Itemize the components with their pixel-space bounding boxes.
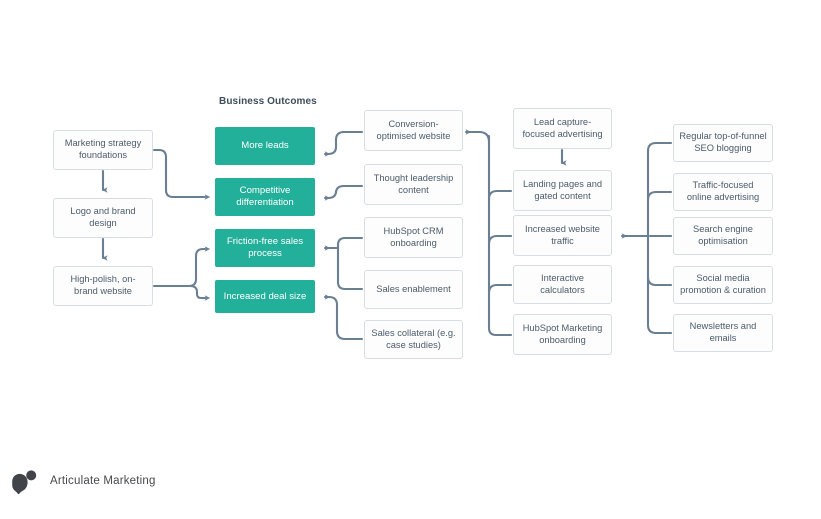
- node-label: High-polish, on-brand website: [70, 274, 136, 296]
- connector-thought-leadership-to-competitive: [323, 184, 364, 201]
- articulate-blob-logo-icon: [12, 470, 37, 495]
- node-label: Friction-free sales process: [226, 236, 304, 259]
- node-label: Traffic-focused online advertising: [686, 180, 760, 202]
- connector-bus-to-increased-deal-size: [181, 284, 211, 301]
- node-label: Logo and brand design: [70, 206, 136, 228]
- node-label: Newsletters and emails: [689, 321, 757, 343]
- node-label: More leads: [241, 140, 289, 151]
- node-label: Marketing strategy foundations: [64, 138, 142, 160]
- node-interactive-calculators[interactable]: Interactive calculators: [513, 265, 612, 304]
- connector-increased-traffic-to-bus: [487, 234, 513, 246]
- connector-traffic-social-to-bus: [646, 275, 673, 287]
- node-landing-pages-and-gated-content[interactable]: Landing pages and gated content: [513, 170, 612, 211]
- node-label: Competitive differentiation: [236, 185, 294, 208]
- node-more-leads[interactable]: More leads: [215, 127, 315, 165]
- connector-sales-collateral-to-deal-size: [323, 294, 364, 341]
- node-hubspot-marketing-onboarding[interactable]: HubSpot Marketing onboarding: [513, 314, 612, 355]
- node-label: Landing pages and gated content: [522, 178, 603, 201]
- node-regular-top-of-funnel-seo-blogging[interactable]: Regular top-of-funnel SEO blogging: [673, 124, 773, 162]
- node-label: Increased deal size: [223, 290, 307, 302]
- connector-conversion-site-to-more-leads: [323, 130, 364, 157]
- node-increased-deal-size[interactable]: Increased deal size: [215, 280, 315, 313]
- connector-foundations-to-competitive: [152, 148, 211, 200]
- node-search-engine-optimisation[interactable]: Search engine optimisation: [673, 217, 773, 255]
- node-label: Regular top-of-funnel SEO blogging: [679, 131, 767, 153]
- node-lead-capture-focused-advertising[interactable]: Lead capture-focused advertising: [513, 108, 612, 149]
- node-logo-and-brand-design[interactable]: Logo and brand design: [53, 198, 153, 238]
- node-label: Interactive calculators: [540, 272, 585, 295]
- node-thought-leadership-content[interactable]: Thought leadership content: [364, 164, 463, 205]
- node-friction-free-sales-process[interactable]: Friction-free sales process: [215, 229, 315, 267]
- section-title-business-outcomes: Business Outcomes: [219, 96, 317, 107]
- node-label: Sales collateral (e.g. case studies): [371, 327, 456, 350]
- connector-calculators-to-bus: [487, 283, 513, 295]
- node-newsletters-and-emails[interactable]: Newsletters and emails: [673, 314, 773, 352]
- footer-brand-label: Articulate Marketing: [50, 475, 156, 487]
- connector-traffic-advertising-to-bus: [646, 190, 673, 202]
- node-label: Sales enablement: [376, 283, 451, 294]
- node-conversion-optimised-website[interactable]: Conversion-optimised website: [364, 110, 463, 151]
- connector-landing-pages-to-bus: [487, 189, 513, 201]
- node-label: HubSpot CRM onboarding: [383, 225, 444, 248]
- connector-demand-bus-spine: [487, 134, 513, 337]
- node-label: HubSpot Marketing onboarding: [522, 322, 603, 345]
- node-sales-collateral-case-studies[interactable]: Sales collateral (e.g. case studies): [364, 320, 463, 359]
- node-label: Thought leadership content: [373, 172, 454, 195]
- connector-bus-to-friction-free: [181, 246, 211, 288]
- node-marketing-strategy-foundations[interactable]: Marketing strategy foundations: [53, 130, 153, 170]
- node-label: Increased website traffic: [525, 223, 600, 246]
- node-label: Search engine optimisation: [693, 224, 753, 246]
- node-social-media-promotion-curation[interactable]: Social media promotion & curation: [673, 266, 773, 304]
- node-high-polish-on-brand-website[interactable]: High-polish, on-brand website: [53, 266, 153, 306]
- node-traffic-focused-online-advertising[interactable]: Traffic-focused online advertising: [673, 173, 773, 211]
- node-label: Lead capture-focused advertising: [522, 116, 603, 139]
- footer: Articulate Marketing: [0, 459, 821, 519]
- connector-traffic-blogging-to-bus: [646, 141, 673, 153]
- node-sales-enablement[interactable]: Sales enablement: [364, 270, 463, 309]
- node-competitive-differentiation[interactable]: Competitive differentiation: [215, 178, 315, 216]
- connector-demand-bus-top: [464, 129, 491, 144]
- connector-traffic-newsletters-to-bus: [646, 323, 673, 335]
- node-hubspot-crm-onboarding[interactable]: HubSpot CRM onboarding: [364, 217, 463, 258]
- node-increased-website-traffic[interactable]: Increased website traffic: [513, 215, 612, 256]
- connector-crm-onboarding-to-bus: [336, 236, 364, 291]
- node-label: Social media promotion & curation: [680, 273, 766, 295]
- node-label: Conversion-optimised website: [376, 118, 451, 141]
